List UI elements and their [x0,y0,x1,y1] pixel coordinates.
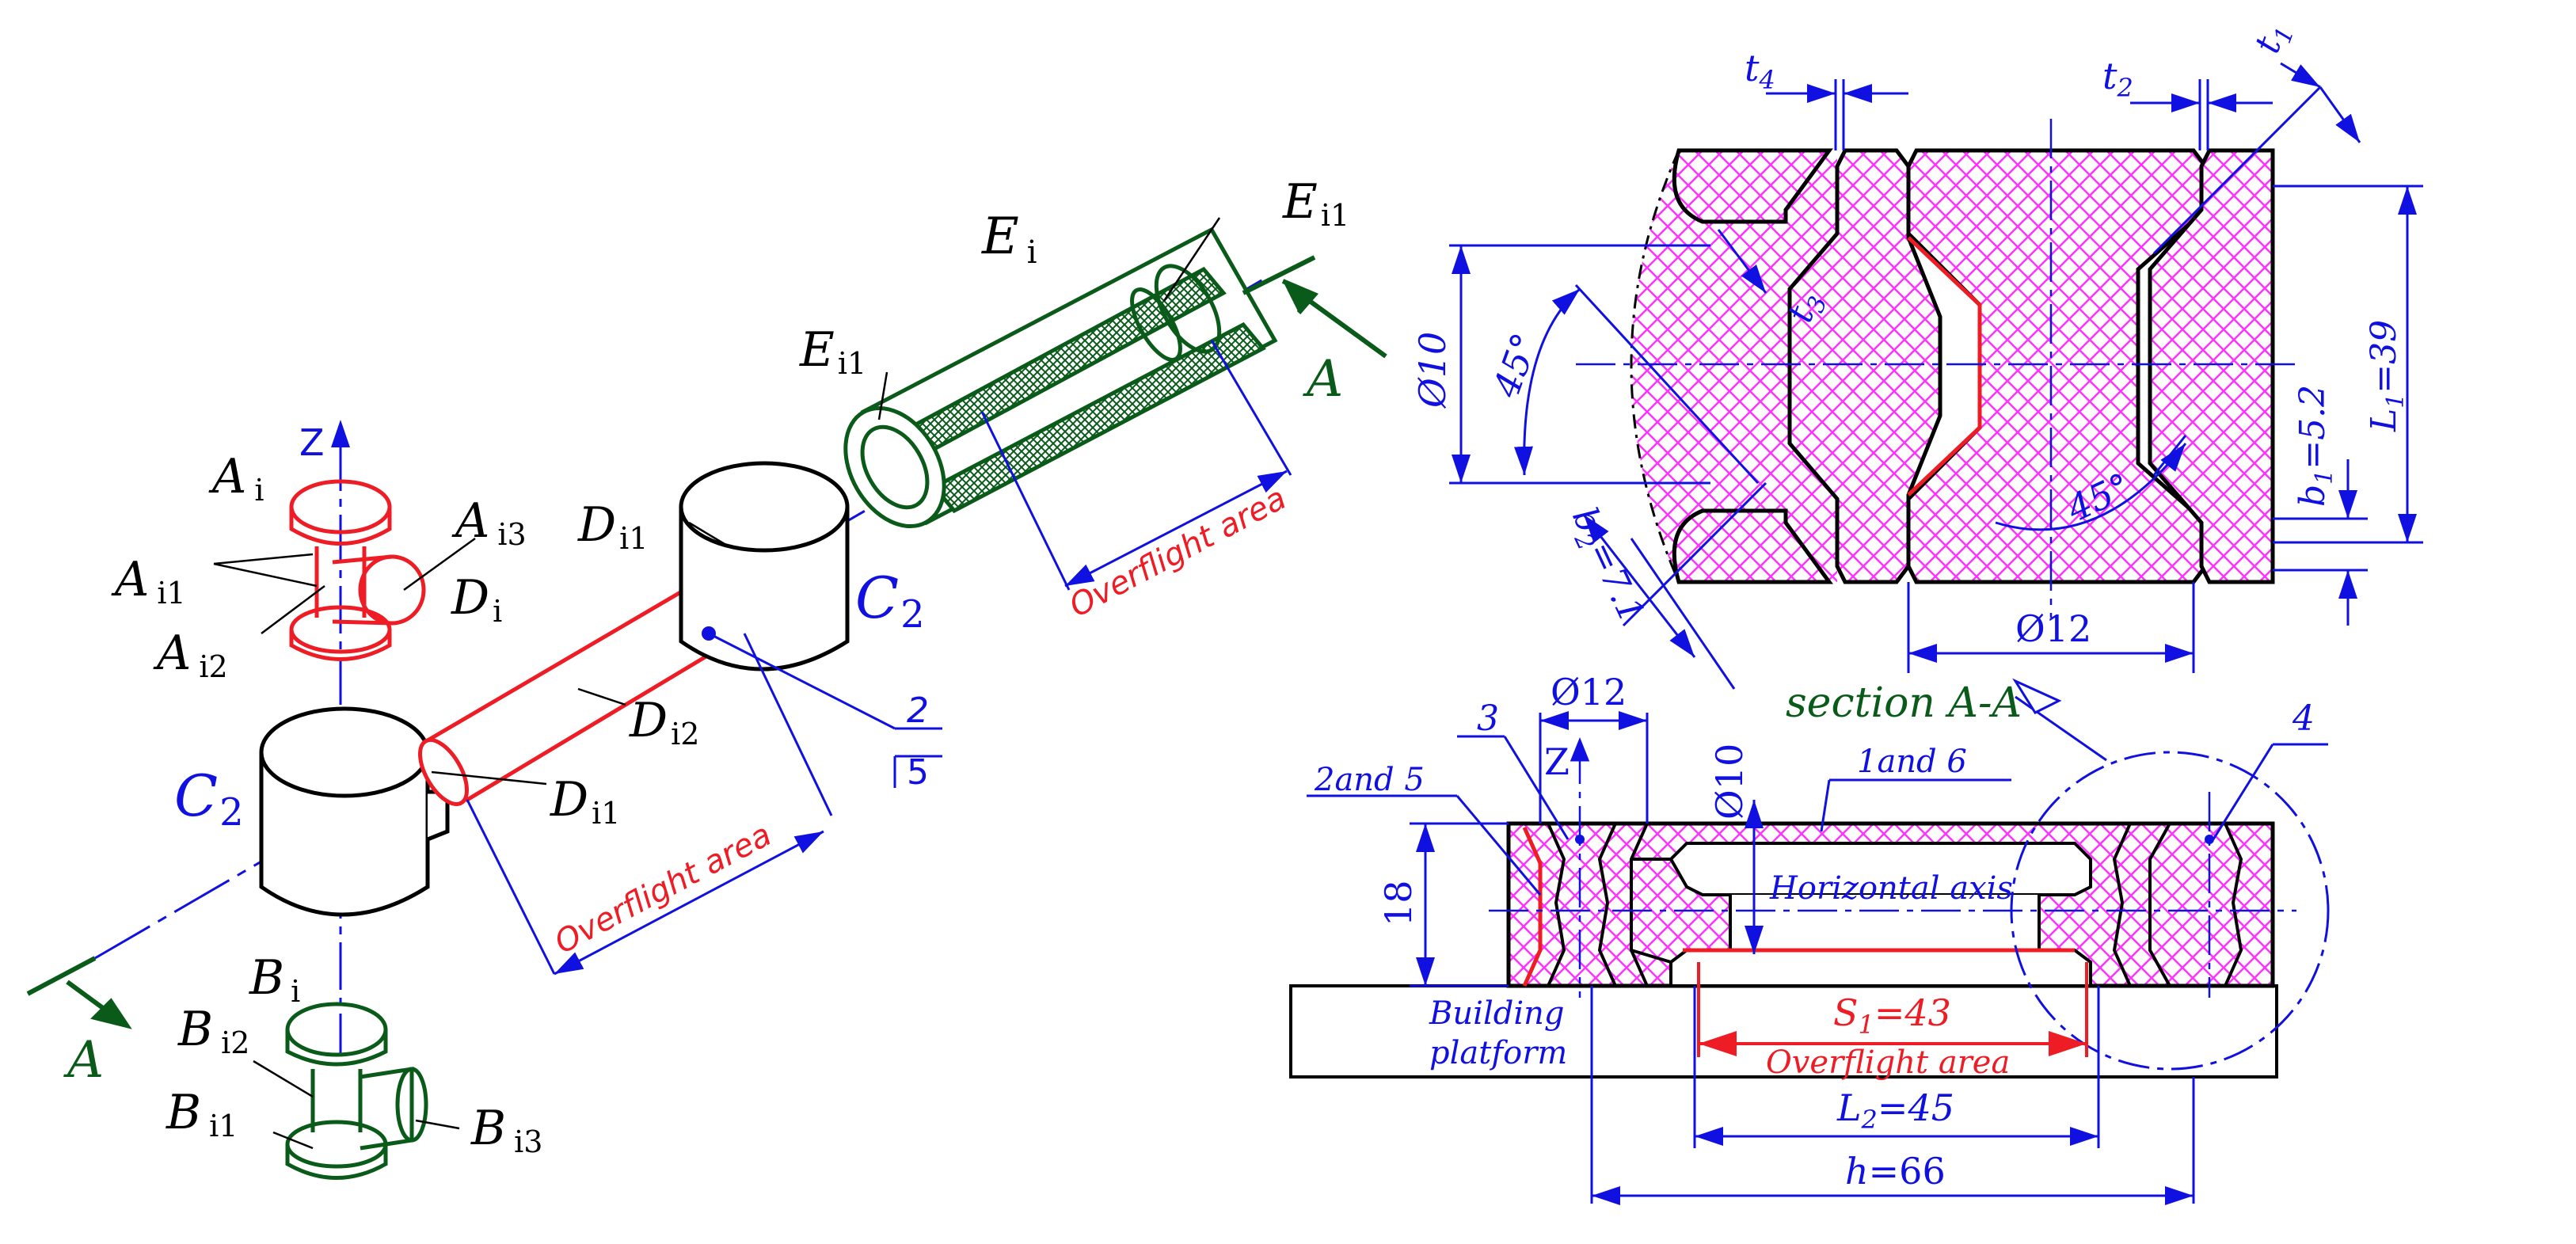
section-arrow-top [1242,255,1387,359]
label-b2: b2=7.1 [1559,501,1653,631]
z-axis-label: Z [299,421,325,464]
label-h: h=66 [1845,1150,1946,1193]
section-view-bottom [1289,711,2330,1205]
label-angle-left: 45° [1484,328,1547,404]
section-arrow-bottom [26,956,132,1029]
fraction-denominator: 5 [907,752,929,793]
label-z-bottom: Z [1544,740,1570,783]
z-axis-arrow [331,420,350,447]
label-L1: L1=39 [2364,320,2410,432]
label-horizontal-axis: Horizontal axis [1769,870,2013,907]
label-18: 18 [1377,880,1420,926]
label-C2-right: C2 [855,565,925,637]
label-building: Building [1429,995,1565,1032]
isometric-view [26,217,1387,1180]
label-dia12-bottom: Ø12 [1551,671,1627,713]
label-3: 3 [1477,698,1499,739]
label-4: 4 [2292,698,2315,739]
label-1and6: 1and 6 [1857,744,1967,780]
cylinder-C2-left [259,706,450,917]
label-t4: t4 [1745,47,1775,95]
label-dia10-top: Ø10 [1411,332,1454,409]
label-platform: platform [1429,1035,1567,1071]
section-bottom-labels: section A-A Ø12 3 4 Z Ø10 2and 5 1and 6 … [1314,671,2315,1193]
label-overflight-bottom: Overflight area [1766,1044,2010,1081]
label-t2: t2 [2102,55,2133,103]
section-view-top [1449,62,2423,762]
overflight-label-2: Overflight area [1064,480,1292,625]
label-section-A-top: A [1303,350,1343,409]
tube-Ei [843,226,1278,529]
part-Ai [289,479,426,661]
part-Bi [285,1002,428,1180]
label-S1: S1=43 [1833,991,1951,1040]
section-A-A-label: section A-A [1786,679,2022,727]
label-b1: b1=5.2 [2293,385,2338,507]
label-dia12-top: Ø12 [2015,607,2091,650]
label-dia10-bottom: Ø10 [1708,744,1751,820]
label-section-A-bottom: A [63,1031,104,1090]
overflight-label-1: Overflight area [549,816,778,961]
cylinder-C2-right [679,461,850,671]
label-L2: L2=45 [1836,1086,1954,1135]
label-C2-left: C2 [174,763,244,835]
fraction-numerator: 2 [907,690,929,731]
label-t1: t1 [2247,17,2300,60]
label-2and5: 2and 5 [1314,762,1425,798]
